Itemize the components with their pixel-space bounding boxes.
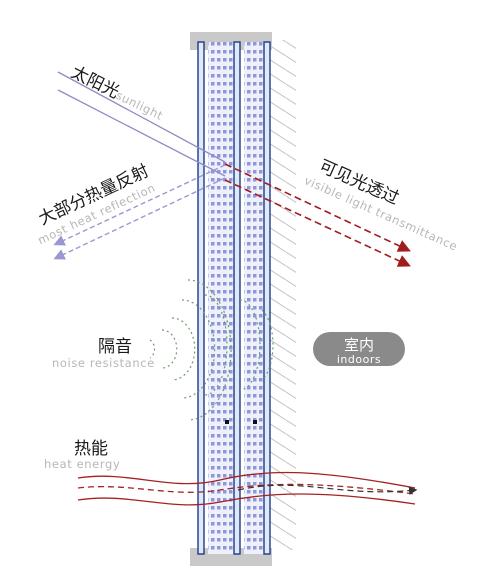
glass-unit bbox=[197, 41, 271, 555]
transmission-arrows bbox=[224, 163, 411, 267]
indoors-cn-label: 室内 bbox=[344, 336, 374, 354]
heat-cn-label: 热能 bbox=[74, 439, 108, 459]
indoors-badge: 室内 indoors bbox=[313, 332, 405, 366]
heat-en-label: heat energy bbox=[44, 457, 120, 471]
sunlight-cn-label: 太阳光 bbox=[68, 63, 123, 103]
sunlight-rays bbox=[57, 71, 226, 177]
noise-en-label: noise resistance bbox=[52, 356, 155, 370]
noise-cn-label: 隔音 bbox=[98, 337, 132, 357]
noise-waves bbox=[149, 279, 274, 421]
indoor-wall-hatch bbox=[270, 40, 296, 550]
heat-waves bbox=[77, 471, 418, 506]
indoors-en-label: indoors bbox=[337, 353, 381, 366]
reflection-arrows bbox=[53, 164, 226, 260]
